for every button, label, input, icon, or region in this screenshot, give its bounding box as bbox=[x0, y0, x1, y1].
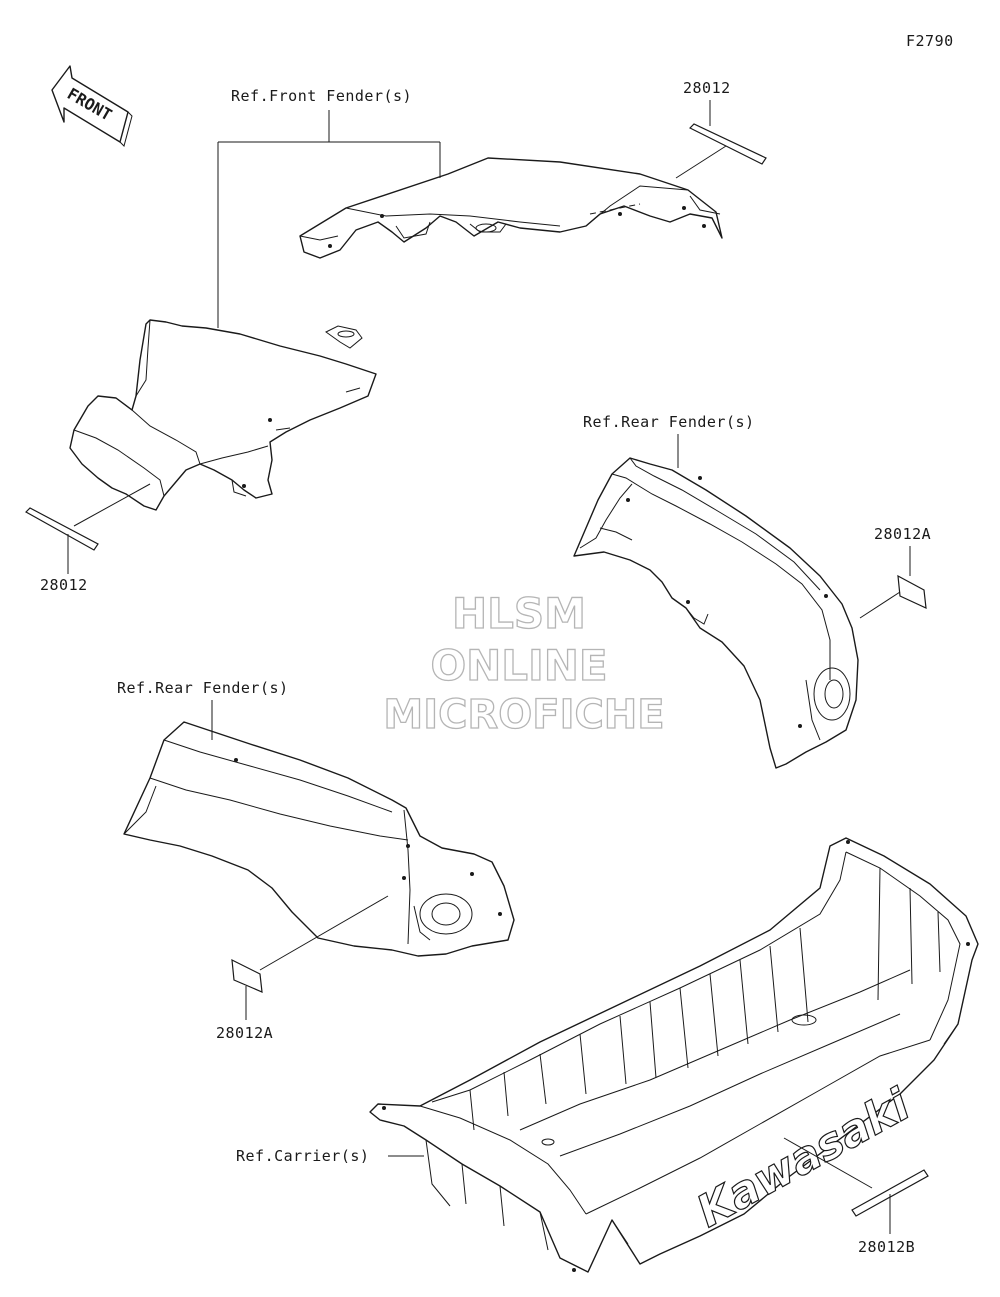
front-arrow-icon: FRONT bbox=[51, 65, 133, 147]
watermark-line2: ONLINE bbox=[430, 641, 607, 690]
decal-28012-top: 28012 bbox=[675, 79, 767, 179]
label-28012b: 28012B bbox=[858, 1238, 915, 1256]
rear-fender-left bbox=[123, 721, 515, 957]
decal-28012a-right: 28012A bbox=[859, 525, 931, 619]
decal-28012a-left-shape bbox=[231, 958, 263, 993]
front-fender-callout: Ref.Front Fender(s) bbox=[217, 87, 441, 328]
watermark-line3: MICROFICHE bbox=[383, 692, 664, 738]
front-fender-left bbox=[69, 319, 377, 511]
rear-fender-left-callout: Ref.Rear Fender(s) bbox=[117, 679, 289, 740]
figure-code: F2790 bbox=[906, 32, 954, 50]
label-ref-rear-fender-right: Ref.Rear Fender(s) bbox=[583, 413, 755, 431]
rear-fender-right-callout: Ref.Rear Fender(s) bbox=[583, 413, 755, 468]
rear-fender-right bbox=[573, 457, 859, 769]
decal-28012b: 28012B bbox=[783, 1137, 929, 1256]
label-28012-left: 28012 bbox=[40, 576, 88, 594]
watermark: HLSM ONLINE MICROFICHE bbox=[383, 588, 666, 738]
watermark-line1: HLSM bbox=[452, 589, 586, 638]
label-ref-rear-fender-left: Ref.Rear Fender(s) bbox=[117, 679, 289, 697]
label-28012a-left: 28012A bbox=[216, 1024, 273, 1042]
decal-28012-left: 28012 bbox=[25, 483, 151, 594]
decal-28012-left-shape bbox=[25, 507, 99, 551]
decal-28012b-shape bbox=[851, 1169, 929, 1217]
label-ref-front-fender: Ref.Front Fender(s) bbox=[231, 87, 412, 105]
label-28012a-right: 28012A bbox=[874, 525, 931, 543]
carrier-callout: Ref.Carrier(s) bbox=[236, 1147, 424, 1165]
front-fender-right bbox=[299, 157, 723, 259]
decal-28012a-right-shape bbox=[897, 574, 927, 609]
decal-28012-top-shape bbox=[688, 123, 767, 165]
label-ref-carrier: Ref.Carrier(s) bbox=[236, 1147, 369, 1165]
label-28012-top: 28012 bbox=[683, 79, 731, 97]
decal-28012a-left: 28012A bbox=[216, 895, 389, 1042]
